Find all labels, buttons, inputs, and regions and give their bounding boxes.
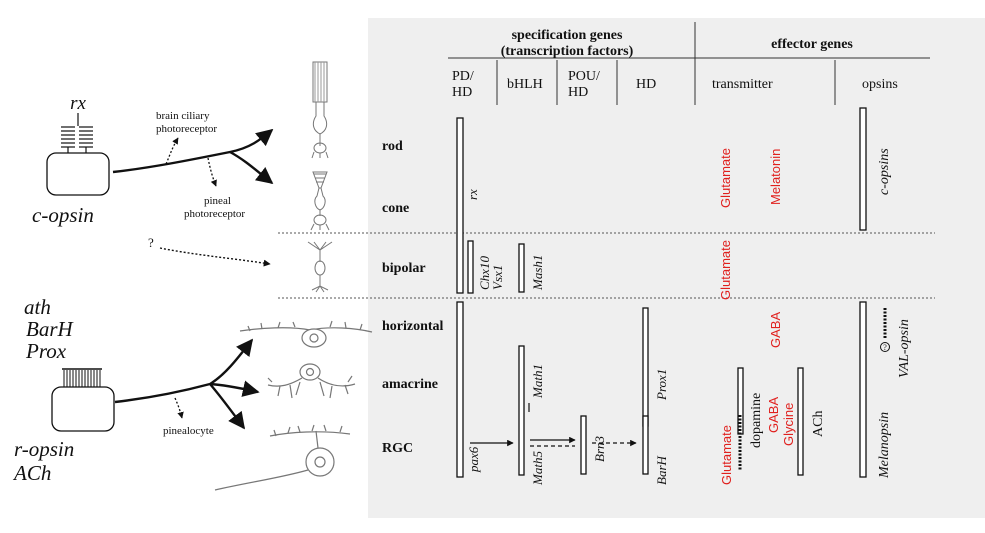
gene-brn3: Brn3 xyxy=(592,436,607,463)
bar-brn3 xyxy=(580,415,587,475)
label-pinealocyte: pinealocyte xyxy=(163,425,214,437)
val-question-mark: ? xyxy=(883,343,887,352)
bipolar-cell-drawing xyxy=(307,241,333,293)
lineage-question xyxy=(159,247,271,267)
row-bipolar: bipolar xyxy=(382,261,426,276)
col-bhlh: bHLH xyxy=(507,77,543,92)
bar-pax6 xyxy=(456,301,464,478)
gene-math5: Math5 xyxy=(530,451,545,486)
bar-melanopsin xyxy=(859,301,867,478)
transmitter-glutamate-2: Glutamate xyxy=(718,240,733,300)
label-pineal-1: pineal xyxy=(204,195,231,207)
lineage-top-lower xyxy=(229,150,274,185)
transmitter-gaba-2: GABA xyxy=(766,397,781,433)
col-opsins: opsins xyxy=(862,77,898,92)
spec-title-line1: specification genes xyxy=(512,28,623,43)
gene-mash1: Mash1 xyxy=(530,255,545,291)
question-mark: ? xyxy=(148,235,154,250)
gene-pax6: pax6 xyxy=(466,446,481,473)
rgc-cell-drawing xyxy=(214,424,351,491)
transmitter-dopamine: dopamine xyxy=(749,393,764,448)
left-r-opsin: r-opsin xyxy=(14,437,74,461)
gene-math1: Math1 xyxy=(530,364,545,399)
rod-cell-drawing xyxy=(311,61,329,159)
lineage-brain-ciliary xyxy=(165,137,179,165)
transmitter-glutamate-1: Glutamate xyxy=(718,148,733,208)
lineage-pineal-pr xyxy=(207,157,217,187)
bar-c-opsins xyxy=(859,107,867,231)
col-pouhd-2: HD xyxy=(568,85,588,100)
lineage-top xyxy=(112,128,274,174)
horizontal-cell-drawing xyxy=(239,320,373,348)
row-rgc: RGC xyxy=(382,441,413,456)
left-rx: rx xyxy=(70,93,86,114)
row-amacrine: amacrine xyxy=(382,377,438,392)
transmitter-gaba-1: GABA xyxy=(768,312,783,348)
col-hd: HD xyxy=(636,77,656,92)
gene-barh: BarH xyxy=(654,456,669,486)
bar-ach xyxy=(797,367,804,476)
left-ach: ACh xyxy=(12,461,51,485)
col-pdhd-2: HD xyxy=(452,85,472,100)
col-pouhd-1: POU/ xyxy=(568,69,600,84)
transmitter-ach: ACh xyxy=(811,411,826,437)
transmitter-melatonin: Melatonin xyxy=(768,149,783,205)
header-lines xyxy=(448,22,930,105)
label-brain-ciliary-2: photoreceptor xyxy=(156,123,217,135)
gene-prox1: Prox1 xyxy=(654,369,669,401)
transmitter-glycine: Glycine xyxy=(781,403,796,446)
transmitter-glutamate-3: Glutamate xyxy=(719,425,734,485)
gene-val-opsin: VAL-opsin xyxy=(897,319,912,378)
gene-chx10: Chx10 xyxy=(477,256,492,290)
label-pineal-2: photoreceptor xyxy=(184,208,245,220)
col-transmitter: transmitter xyxy=(712,77,773,92)
question-mark-circle xyxy=(880,342,890,352)
label-brain-ciliary-1: brain ciliary xyxy=(156,110,210,122)
bar-prox1 xyxy=(642,307,649,427)
bar-rx xyxy=(456,117,464,294)
rhabdomeric-ancestor-cell xyxy=(51,368,115,432)
left-c-opsin: c-opsin xyxy=(32,203,94,227)
bar-math xyxy=(518,345,525,476)
gene-vsx1: Vsx1 xyxy=(490,265,505,290)
left-barh: BarH xyxy=(26,317,75,341)
effector-title: effector genes xyxy=(771,37,853,52)
bar-dopamine xyxy=(737,367,744,435)
gene-c-opsins: c-opsins xyxy=(877,148,892,195)
left-ath: ath xyxy=(24,295,51,319)
lineage-bottom-mid xyxy=(209,380,260,397)
bar-mash1 xyxy=(518,243,525,293)
lineage-bottom xyxy=(114,338,254,404)
left-prox: Prox xyxy=(25,339,67,363)
col-pdhd-1: PD/ xyxy=(452,69,474,84)
bar-chx10 xyxy=(467,240,474,294)
expression-bars xyxy=(456,107,867,478)
amacrine-cell-drawing xyxy=(267,363,356,399)
ciliary-ancestor-cell xyxy=(46,113,110,196)
row-horizontal: horizontal xyxy=(382,319,444,334)
lineage-bottom-low xyxy=(209,383,246,430)
bar-barh xyxy=(642,415,649,475)
row-rod: rod xyxy=(382,139,403,154)
row-cone: cone xyxy=(382,201,409,216)
cone-cell-drawing xyxy=(310,171,330,231)
spec-title-line2: (transcription factors) xyxy=(501,44,634,59)
gene-rx: rx xyxy=(465,189,480,200)
gene-melanopsin: Melanopsin xyxy=(877,412,892,479)
lineage-pinealocyte xyxy=(174,397,184,419)
